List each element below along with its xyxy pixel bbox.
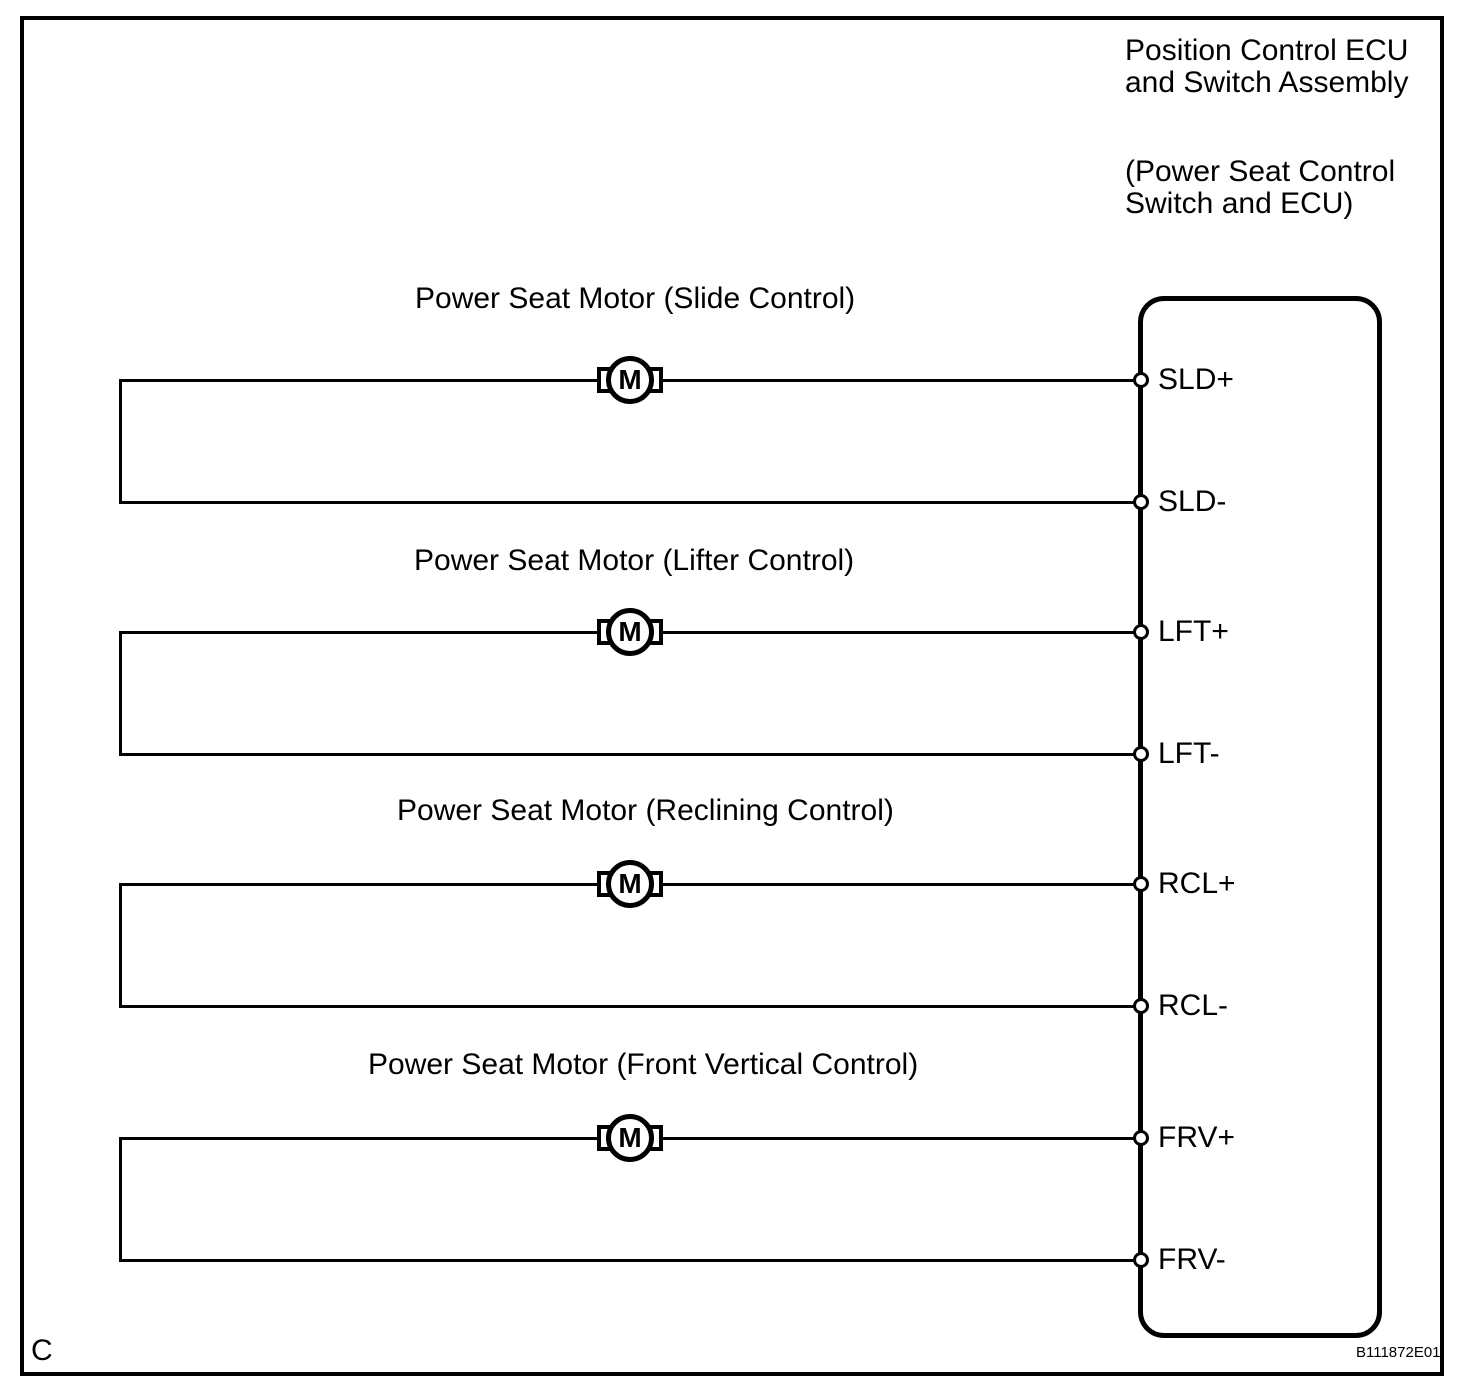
motor-letter: M [618, 868, 642, 899]
ecu-title: Position Control ECU and Switch Assembly [1125, 35, 1408, 99]
circuit-label-lifter: Power Seat Motor (Lifter Control) [414, 544, 855, 577]
terminal-label-rcl-plus: RCL+ [1158, 867, 1236, 900]
ecu-box [1138, 296, 1382, 1338]
terminal-label-frv-minus: FRV- [1158, 1243, 1226, 1276]
terminal-pin-frv-minus [1133, 1252, 1149, 1268]
circuit-label-reclining: Power Seat Motor (Reclining Control) [397, 794, 894, 827]
figure-code: B111872E01 [1356, 1344, 1441, 1361]
ecu-subtitle-line-1: (Power Seat Control [1125, 155, 1396, 188]
wire-front-vertical-return [119, 1137, 122, 1262]
motor-icon: M [606, 608, 654, 656]
circuit-label-front-vertical: Power Seat Motor (Front Vertical Control… [368, 1048, 919, 1081]
terminal-pin-sld-plus [1133, 372, 1149, 388]
wire-slide-minus [119, 501, 1141, 504]
wire-slide-return [119, 379, 122, 504]
page-marker: C [31, 1334, 53, 1367]
terminal-pin-lft-minus [1133, 746, 1149, 762]
terminal-pin-frv-plus [1133, 1130, 1149, 1146]
wire-reclining-minus [119, 1005, 1141, 1008]
motor-letter: M [618, 616, 642, 647]
wire-front-vertical-minus [119, 1259, 1141, 1262]
terminal-label-lft-plus: LFT+ [1158, 615, 1229, 648]
terminal-pin-rcl-plus [1133, 876, 1149, 892]
terminal-label-sld-plus: SLD+ [1158, 363, 1234, 396]
circuit-label-slide: Power Seat Motor (Slide Control) [415, 282, 856, 315]
terminal-pin-sld-minus [1133, 494, 1149, 510]
ecu-title-line-2: and Switch Assembly [1125, 66, 1409, 99]
terminal-label-rcl-minus: RCL- [1158, 989, 1229, 1022]
motor-letter: M [618, 364, 642, 395]
terminal-pin-lft-plus [1133, 624, 1149, 640]
motor-letter: M [618, 1122, 642, 1153]
ecu-subtitle: (Power Seat Control Switch and ECU) [1125, 156, 1395, 220]
wire-reclining-return [119, 883, 122, 1008]
ecu-title-line-1: Position Control ECU [1125, 34, 1409, 67]
motor-icon: M [606, 356, 654, 404]
motor-icon: M [606, 1114, 654, 1162]
terminal-label-frv-plus: FRV+ [1158, 1121, 1235, 1154]
diagram-border-frame [20, 16, 1444, 1376]
ecu-subtitle-line-2: Switch and ECU) [1125, 187, 1354, 220]
terminal-label-sld-minus: SLD- [1158, 485, 1227, 518]
terminal-pin-rcl-minus [1133, 998, 1149, 1014]
wire-lifter-minus [119, 753, 1141, 756]
wire-lifter-return [119, 631, 122, 756]
motor-icon: M [606, 860, 654, 908]
terminal-label-lft-minus: LFT- [1158, 737, 1220, 770]
